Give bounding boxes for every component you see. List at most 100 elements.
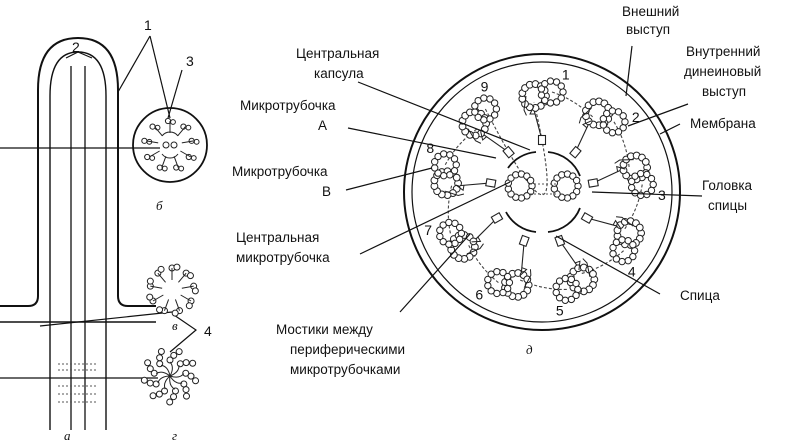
spoke-head	[485, 178, 497, 188]
label-inner-arm-1: Внутренний	[686, 44, 760, 59]
triplet-bead	[171, 387, 179, 395]
triplet-bead	[155, 390, 163, 398]
central-microtubule-right	[550, 170, 582, 202]
dynein-arm	[523, 269, 532, 288]
protofilament	[541, 96, 549, 105]
triplet-bead	[146, 379, 154, 387]
microtubule-b	[552, 274, 582, 304]
protofilament	[486, 115, 494, 123]
spoke-head	[502, 145, 515, 159]
mini-spoke	[161, 156, 167, 168]
protofilament	[557, 94, 565, 102]
sublabel-v: в	[172, 318, 178, 333]
spoke-head	[587, 178, 599, 188]
basal-body-hatching	[58, 363, 98, 403]
protofilament	[621, 118, 629, 126]
triplet-bead	[182, 369, 190, 377]
bead	[185, 302, 193, 310]
microtubule-b	[537, 77, 567, 107]
triplet-bead	[157, 347, 165, 355]
inner-dynein-arm	[480, 131, 487, 141]
protofilament	[499, 268, 507, 277]
protofilament	[434, 169, 442, 177]
mini-spoke	[173, 156, 179, 168]
triplet-bead	[146, 365, 154, 373]
label-number-1: 1	[144, 17, 152, 33]
bead	[191, 287, 199, 295]
protofilament	[614, 128, 623, 136]
microtubule-b	[471, 94, 501, 124]
protofilament	[557, 82, 565, 90]
triplet-bead	[182, 359, 190, 367]
protofilament	[561, 274, 569, 283]
protofilament	[649, 180, 657, 189]
doublet-number-1: 1	[562, 66, 570, 82]
inner-dynein-arm	[455, 184, 465, 192]
protofilament	[572, 279, 580, 288]
mini-doublet-a	[144, 153, 151, 161]
label-central-mt-1: Центральная	[236, 230, 319, 245]
protofilament	[589, 269, 597, 278]
doublet-2	[578, 97, 629, 137]
cartwheel-spoke	[169, 361, 173, 377]
protofilament	[552, 288, 560, 297]
dynein-arm	[615, 216, 634, 227]
nexin-bridge	[518, 278, 567, 290]
arm	[157, 272, 166, 283]
triplet-bead	[149, 392, 157, 400]
cross-section-g	[140, 347, 200, 406]
doublet-number-6: 6	[475, 286, 483, 302]
protofilament	[492, 105, 501, 113]
nexin-bridge	[613, 121, 630, 169]
protofilament	[439, 150, 448, 158]
spoke-head	[580, 211, 594, 225]
cartwheel-spoke	[169, 365, 180, 377]
protofilament	[436, 232, 444, 241]
label-central-capsule-1: Центральная	[296, 46, 379, 61]
mini-capsule	[161, 131, 179, 159]
protofilament	[450, 155, 459, 163]
mini-doublet-b	[185, 124, 192, 131]
mini-doublet-a	[149, 123, 156, 130]
label-microtubule-b-1: Микротрубочка	[232, 164, 328, 179]
protofilament	[503, 284, 512, 293]
triplet-bead	[166, 356, 174, 364]
dynein-arm	[444, 190, 465, 197]
label-number-3: 3	[186, 53, 194, 69]
label-spoke: Спица	[680, 288, 720, 303]
microtubule-b	[484, 267, 514, 298]
label-microtubule-a-1: Микротрубочка	[240, 98, 336, 113]
doublet-6	[484, 267, 533, 301]
protofilament	[474, 113, 482, 121]
protofilament	[574, 285, 582, 294]
triplet-bead	[189, 359, 197, 367]
bead	[157, 265, 165, 273]
microtubule-b	[609, 236, 639, 266]
protofilament	[636, 169, 645, 178]
doublet-8	[430, 150, 465, 200]
protofilament	[537, 85, 546, 93]
mini-doublet-b	[190, 155, 197, 161]
right-leader-lines	[345, 45, 703, 313]
protofilament	[643, 170, 651, 179]
dynein-arm	[467, 128, 482, 144]
bead	[146, 277, 154, 285]
mini-spoke	[180, 150, 192, 158]
label-spoke-head-1: Головка	[702, 178, 753, 193]
protofilament	[446, 171, 454, 179]
doublet-9	[458, 94, 501, 144]
nexin-bridge	[551, 91, 595, 119]
protofilament	[446, 151, 454, 159]
central-microtubule-left	[504, 170, 536, 202]
arm	[150, 285, 163, 289]
doublet-7	[436, 218, 484, 263]
cartwheel-spoke	[169, 375, 176, 390]
protofilament	[627, 177, 636, 186]
sublabel-d: д	[526, 342, 533, 357]
triplet-bead	[176, 360, 184, 368]
bead	[171, 309, 179, 317]
protofilament	[480, 94, 488, 102]
label-membrane: Мембрана	[690, 116, 756, 131]
